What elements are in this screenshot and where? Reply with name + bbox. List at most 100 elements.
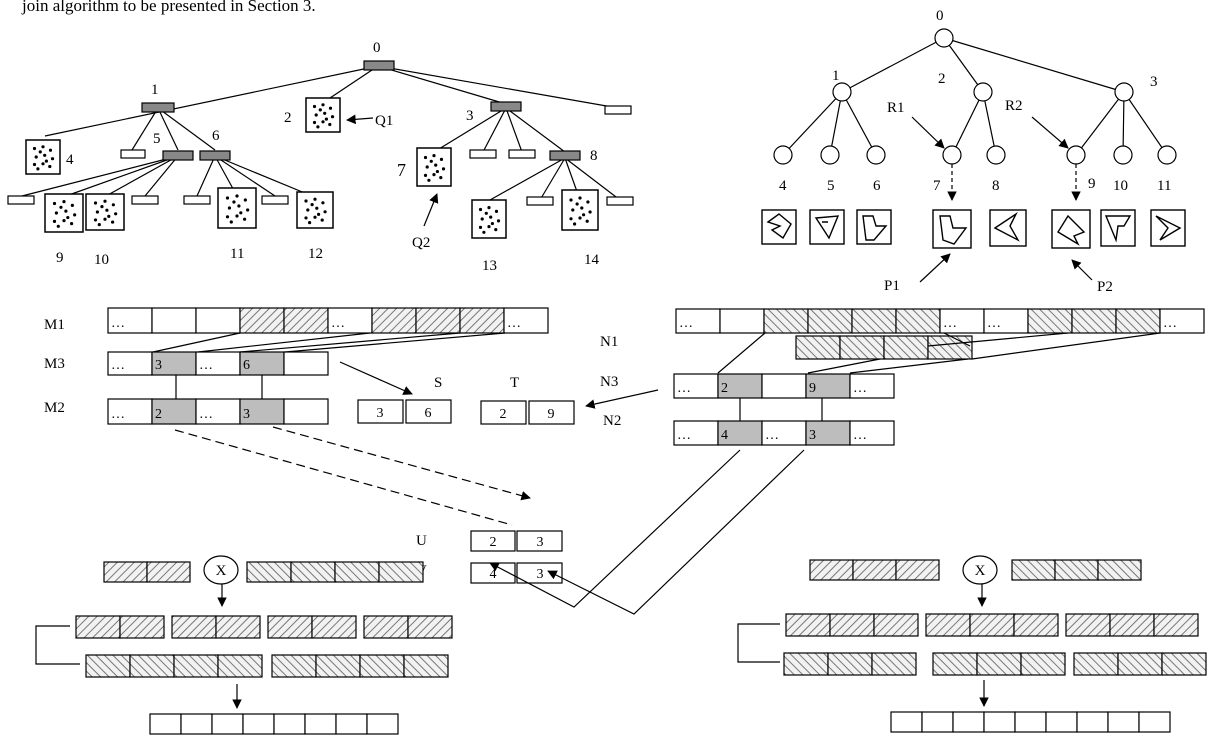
ltree-label-3: 3	[466, 108, 474, 124]
point-dot	[313, 198, 316, 201]
join-right-cell	[784, 653, 828, 675]
n2-cell-text: …	[853, 428, 867, 443]
point-dot	[103, 218, 106, 221]
join-left-cell	[147, 562, 190, 582]
join-left-cell	[364, 616, 408, 638]
point-dot	[479, 226, 482, 229]
p2-label: P2	[1097, 279, 1113, 295]
point-dot	[304, 216, 307, 219]
point-dot	[96, 210, 99, 213]
point-dot	[306, 208, 309, 211]
point-dot	[323, 112, 326, 115]
ltree-leaf-10	[86, 194, 124, 230]
point-dot	[489, 216, 492, 219]
point-dot	[315, 113, 318, 116]
ltree-leaf-14	[562, 190, 598, 230]
point-dot	[228, 206, 231, 209]
rtree-node-9	[1067, 146, 1085, 164]
ltree-label-8: 8	[590, 148, 598, 164]
point-dot	[315, 207, 318, 210]
join-right-cell	[786, 614, 830, 636]
point-dot	[98, 223, 101, 226]
join-right-cell	[1118, 653, 1162, 675]
point-dot	[432, 154, 435, 157]
join-right-cell	[830, 614, 874, 636]
point-dot	[94, 218, 97, 221]
point-dot	[94, 201, 97, 204]
point-dot	[424, 174, 427, 177]
m2-cell	[284, 399, 328, 424]
t-value-2: 9	[548, 407, 555, 422]
point-dot	[569, 217, 572, 220]
point-dot	[325, 117, 328, 120]
n3-cell-text: 9	[809, 381, 816, 396]
point-dot	[321, 218, 324, 221]
ltree-leaf-11	[218, 188, 256, 228]
point-dot	[576, 202, 579, 205]
ltree-empty-node	[607, 197, 633, 205]
join-right-cell	[1162, 653, 1206, 675]
n1-sub-cell	[840, 336, 884, 359]
point-dot	[243, 218, 246, 221]
point-dot	[491, 222, 494, 225]
point-dot	[230, 220, 233, 223]
point-dot	[442, 167, 445, 170]
n1-cell	[1028, 309, 1072, 333]
join-left-cell	[130, 655, 174, 677]
join-left-cell	[76, 616, 120, 638]
s-value-1: 3	[377, 406, 384, 421]
join-right-result-cell	[1046, 712, 1077, 732]
point-dot	[71, 204, 74, 207]
n3-cell-text: …	[677, 381, 691, 396]
point-dot	[426, 165, 429, 168]
n2-cell-text: 4	[721, 428, 728, 443]
rtree-label-1: 1	[832, 68, 840, 84]
m2-cell-text: 3	[243, 407, 250, 422]
join-right-result-cell	[891, 712, 922, 732]
ltree-node-1	[142, 103, 174, 112]
point-dot	[304, 199, 307, 202]
m2-label: M2	[44, 400, 65, 416]
ltree-empty-node	[132, 196, 158, 204]
ltree-empty-node	[509, 150, 535, 158]
join-left-cell	[247, 562, 291, 582]
join-left-result-cell	[336, 714, 367, 734]
n2-cell-text: …	[677, 428, 691, 443]
n3-cell-text: …	[853, 381, 867, 396]
point-dot	[321, 103, 324, 106]
join-symbol-right: X	[975, 563, 986, 579]
rtree-node-5	[821, 146, 839, 164]
m2-cell-text: …	[111, 407, 125, 422]
rtree-node-1	[833, 83, 851, 101]
point-dot	[73, 213, 76, 216]
point-dot	[321, 120, 324, 123]
join-left-cell	[172, 616, 216, 638]
rtree-label-7: 7	[933, 178, 941, 194]
r1-label: R1	[887, 100, 905, 116]
point-dot	[427, 179, 430, 182]
join-right-cell	[1014, 614, 1058, 636]
t-label: T	[510, 375, 519, 391]
point-dot	[328, 123, 331, 126]
n3-label: N3	[600, 374, 618, 390]
point-dot	[232, 200, 235, 203]
n1-sub-cell	[796, 336, 840, 359]
r2-arrow	[1032, 117, 1068, 148]
point-dot	[481, 217, 484, 220]
join-left-cell	[335, 562, 379, 582]
join-left-cell	[408, 616, 452, 638]
ltree-node-8	[550, 151, 580, 160]
point-dot	[494, 228, 497, 231]
point-dot	[49, 149, 52, 152]
ltree-empty-node	[8, 196, 34, 204]
n1-sub-cell	[928, 336, 972, 359]
ltree-label-11: 11	[230, 246, 244, 262]
v-value-1: 4	[490, 567, 497, 582]
join-right-cell	[853, 560, 896, 580]
point-dot	[103, 200, 106, 203]
left-rtree	[22, 66, 620, 200]
point-dot	[246, 208, 249, 211]
ltree-empty-node	[262, 196, 288, 204]
r1-arrow	[912, 117, 944, 148]
